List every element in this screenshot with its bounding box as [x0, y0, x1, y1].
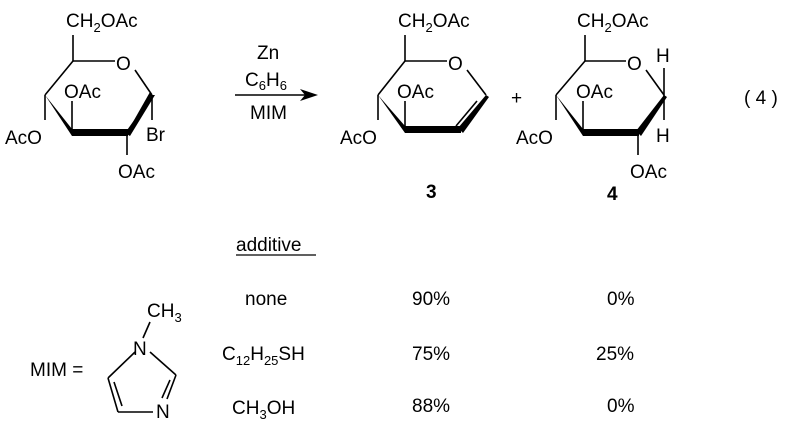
solvent-benzene: C6H6	[245, 70, 287, 93]
row-yield-3: 88%	[412, 396, 450, 417]
mim-ch3: CH3	[147, 301, 182, 325]
product3-oac-top: OAc	[397, 82, 434, 103]
mim-structure: MIM = CH3 N N	[30, 301, 182, 423]
plus-sign: +	[511, 88, 522, 109]
row-yield-3: 75%	[412, 344, 450, 365]
product4-ch2oac: CH2OAc	[577, 11, 649, 35]
product4-h-top: H	[656, 46, 670, 67]
compound-label-4: 4	[607, 184, 618, 205]
product4-ring-oxygen: O	[627, 54, 642, 75]
row-additive: C12H25SH	[222, 344, 305, 368]
product3-ring-oxygen: O	[448, 54, 463, 75]
reactant-ch2oac: CH2OAc	[66, 11, 138, 35]
equation-number: ( 4 )	[744, 88, 778, 109]
product-3-glucal: CH2OAc O OAc AcO 3	[340, 11, 489, 203]
table-row: C12H25SH 75% 25%	[222, 344, 634, 368]
product-4-anhydroglucitol: CH2OAc O OAc AcO H H OAc 4	[516, 11, 670, 205]
table-header-additive: additive	[236, 235, 302, 256]
product4-aco: AcO	[516, 128, 553, 149]
mim-n3: N	[156, 402, 170, 423]
row-additive: none	[245, 289, 287, 310]
reactant-br: Br	[146, 125, 166, 146]
reactant-oac-bottom: OAc	[118, 162, 155, 183]
table-row: CH3OH 88% 0%	[232, 396, 635, 422]
reactant-ring-oxygen: O	[116, 54, 131, 75]
reactant-glucosyl-bromide: CH2OAc O OAc AcO Br OAc	[5, 11, 166, 183]
reaction-arrow: Zn C6H6 MIM	[235, 43, 318, 124]
row-yield-3: 90%	[412, 289, 450, 310]
reactant-oac-top: OAc	[64, 82, 101, 103]
product4-oac-top: OAc	[576, 82, 613, 103]
product4-h-bottom: H	[656, 126, 670, 147]
mim-n1: N	[133, 339, 147, 360]
reagent-zn: Zn	[257, 43, 279, 64]
compound-label-3: 3	[426, 182, 437, 203]
product3-aco: AcO	[340, 128, 377, 149]
reactant-aco: AcO	[5, 128, 42, 149]
product4-oac-bottom: OAc	[630, 162, 667, 183]
row-yield-4: 0%	[607, 289, 635, 310]
additive-yield-table: additive none 90% 0% C12H25SH 75% 25% CH…	[222, 235, 635, 422]
row-yield-4: 0%	[607, 396, 635, 417]
additive-mim: MIM	[250, 103, 287, 124]
table-row: none 90% 0%	[245, 289, 635, 310]
row-yield-4: 25%	[596, 344, 634, 365]
product3-ch2oac: CH2OAc	[398, 11, 470, 35]
mim-label: MIM =	[30, 360, 83, 381]
row-additive: CH3OH	[232, 398, 295, 422]
